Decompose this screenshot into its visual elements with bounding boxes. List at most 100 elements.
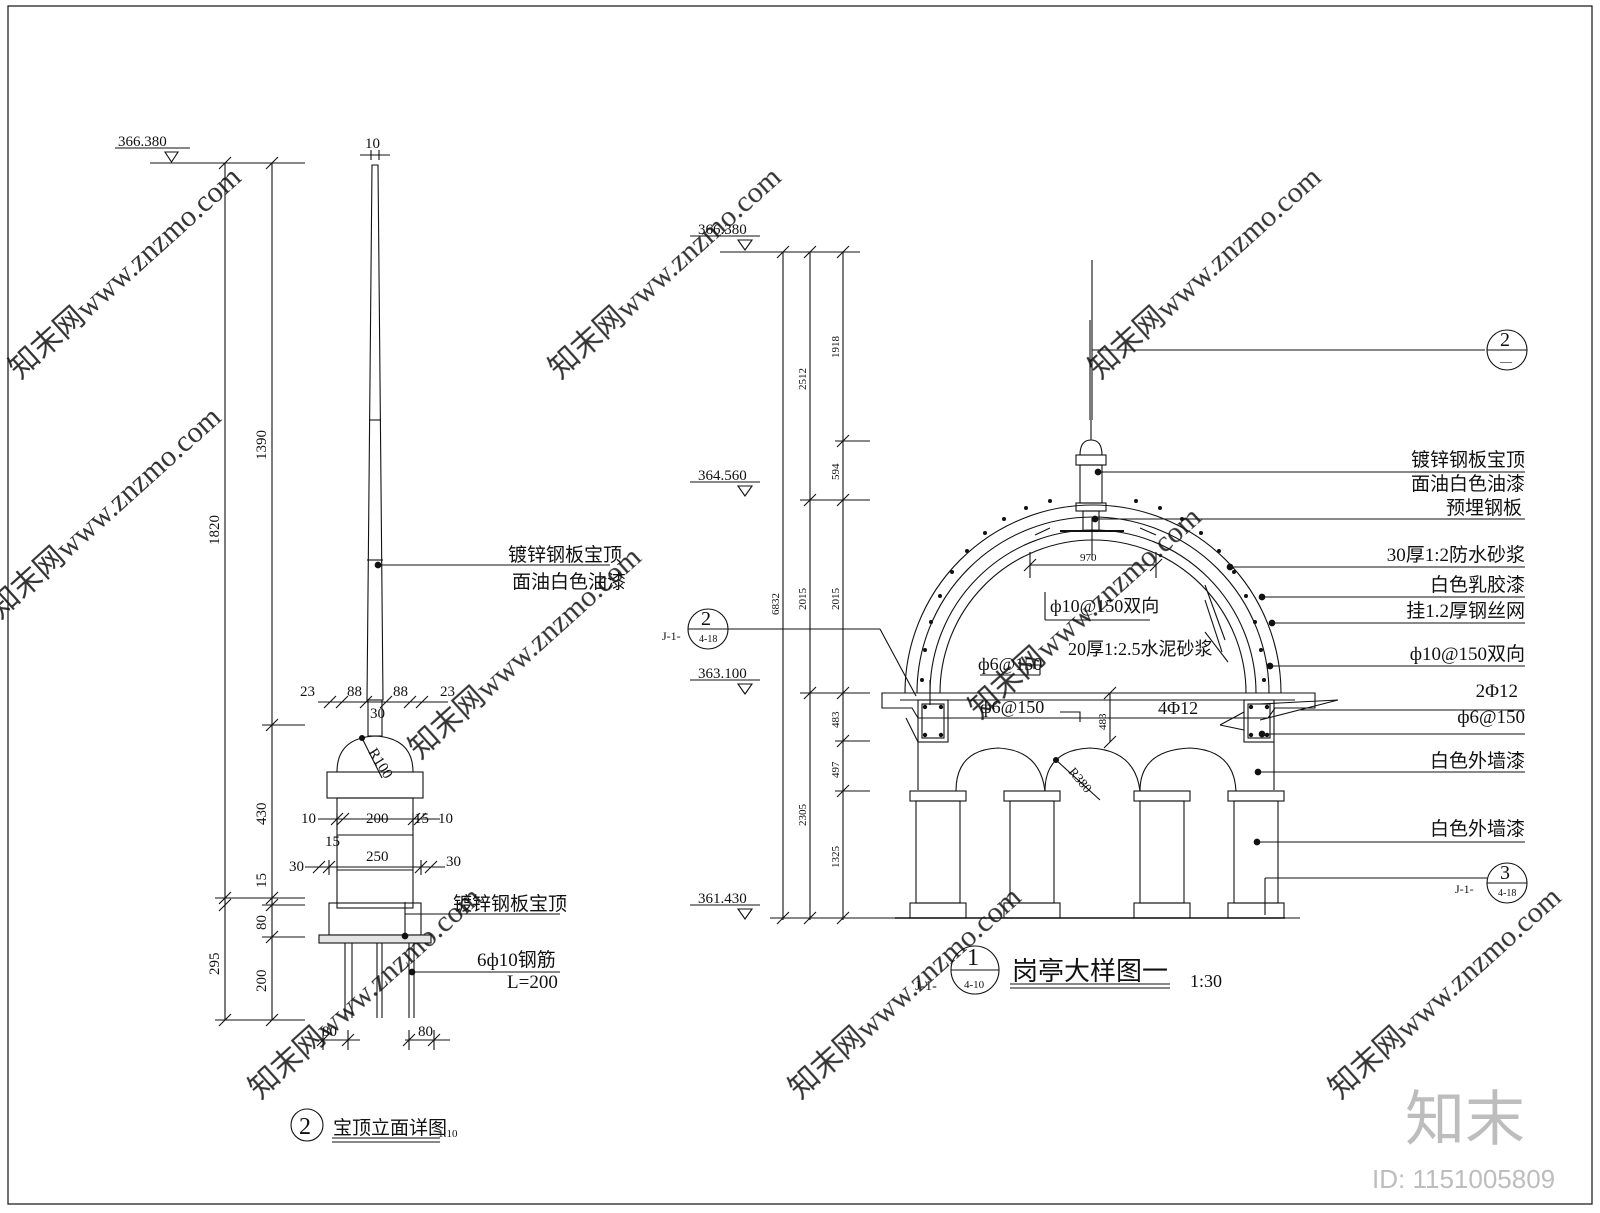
rebar-note: 4Φ12 [1158,698,1198,718]
elevation-label: 363.100 [698,666,747,682]
dimension-label: 88 [347,684,362,700]
material-note: 白色乳胶漆 [1430,574,1525,596]
elevation-label: 361.430 [698,891,747,907]
material-note: 白色外墙漆 [1430,750,1525,772]
dimension-label: 295 [207,953,223,976]
dimension-label: 80 [418,1024,433,1040]
material-note: 预埋钢板 [1446,497,1522,519]
elevation-label: 366.380 [698,222,747,238]
watermark-layer: 知末网www.znzmo.com 知末网www.znzmo.com 知末网www… [0,160,1567,1105]
material-note: 镀锌钢板宝顶 [508,544,622,566]
watermark-text: 知末网www.znzmo.com [0,400,227,625]
reference-number: 2 [701,608,711,630]
dimension-label: 30 [446,854,461,870]
dimension-label: 200 [254,970,270,993]
watermark-text: 知末网www.znzmo.com [543,160,788,385]
dimension-label: 2015 [830,588,842,611]
reference-sheet: 4-18 [699,634,717,645]
reference-number: 2 [1500,329,1510,351]
watermark-text: 知末网www.znzmo.com [783,880,1028,1105]
finial-text-layer: 366.380 10 1390 1820 430 15 295 80 200 2… [118,134,461,1040]
detail-title: 宝顶立面详图 [333,1117,447,1139]
reference-sheet: 4-10 [964,979,985,991]
watermark-text: 知末网www.znzmo.com [1083,160,1328,385]
dimension-label: 23 [440,684,455,700]
detail-number: 1 [967,945,979,971]
dimension-label: 15 [254,873,270,888]
dimension-label: 6832 [770,593,782,615]
dimension-label: 497 [830,761,842,778]
kiosk-material-notes: 镀锌钢板宝顶 面油白色油漆 预埋钢板 30厚1:2防水砂浆 白色乳胶漆 挂1.2… [1387,449,1525,840]
radius-label: R380 [1066,764,1096,795]
dimension-label: 483 [1097,713,1109,730]
reference-prefix: J-1- [1455,882,1474,896]
rebar-note: ф6@150 [980,697,1044,717]
kiosk-dimension-text: 366.380 364.560 363.100 361.430 [698,222,747,907]
dimension-label: 80 [322,1024,337,1040]
reference-number: 3 [1500,862,1510,884]
dimension-label: 10 [438,811,453,827]
detail-number: 2 [299,1114,311,1140]
material-note: L=200 [507,972,558,993]
detail-title: 岗亭大样图一 [1012,957,1168,987]
dimension-label: 594 [830,463,842,480]
rebar-note: ф6@150 [978,654,1042,674]
reference-prefix: J-1- [662,629,681,643]
dimension-label: 970 [1080,552,1097,564]
dimension-label: 10 [365,136,380,152]
detail-scale: 1:30 [1190,971,1222,991]
kiosk-reference-marks: J-1- 2 4-18 2 — J-1- 3 4-18 [662,329,1516,899]
dimension-label: 430 [254,803,270,826]
dimension-label: 2015 [797,588,809,611]
watermark-text: 知末网www.znzmo.com [3,160,248,385]
dimension-label: 2305 [797,804,809,827]
material-note: 20厚1:2.5水泥砂浆 [1068,639,1213,659]
dimension-label: 30 [289,859,304,875]
kiosk-elevation-detail [687,235,1528,995]
dimension-label: 250 [366,849,389,865]
material-note: 面油白色油漆 [512,571,626,593]
reference-prefix: J-1- [915,979,937,994]
dimension-label: 1918 [830,336,842,359]
dimension-label: 23 [300,684,315,700]
material-note: 镀锌钢板宝顶 [1411,449,1525,471]
material-note: 2Φ12 [1476,681,1518,702]
image-id-label: ID: 1151005809 [1372,1164,1555,1194]
dimension-label: 1325 [830,846,842,869]
radius-label: R100 [365,746,396,782]
brand-logo: 知末 [1405,1085,1525,1155]
dimension-label: 15 [414,811,429,827]
finial-notes: 镀锌钢板宝顶 面油白色油漆 镀锌钢板宝顶 6ф10钢筋 L=200 [453,544,626,993]
dimension-label: 483 [830,711,842,728]
dimension-label: 1390 [254,430,270,460]
sheet-frame [7,5,1593,1205]
material-note: 面油白色油漆 [1411,473,1525,495]
material-note: 白色外墙漆 [1430,818,1525,840]
material-note: ф6@150 [1457,707,1525,728]
elevation-label: 366.380 [118,134,167,150]
material-note: 挂1.2厚钢丝网 [1406,600,1525,622]
detail-scale: 1:10 [438,1128,458,1140]
dimension-label: 1820 [207,515,223,545]
finial-elevation-detail [115,147,610,1143]
material-note: ф10@150双向 [1410,643,1525,665]
finial-title: 2 宝顶立面详图 1:10 [299,1114,458,1140]
material-note: 30厚1:2防水砂浆 [1387,544,1525,566]
reference-sheet: — [1499,354,1513,368]
material-note: 镀锌钢板宝顶 [453,893,567,915]
watermark-text: 知末网www.znzmo.com [1323,880,1568,1105]
dimension-label: 200 [366,811,389,827]
rebar-note: ф10@150双向 [1050,596,1159,616]
dimension-label: 80 [254,915,270,930]
kiosk-title: J-1- 1 4-10 岗亭大样图一 1:30 [915,945,1222,994]
dimension-label: 10 [301,811,316,827]
dimension-label: 15 [325,834,340,850]
kiosk-inner-notes: ф10@150双向 ф6@150 20厚1:2.5水泥砂浆 ф6@150 4Φ1… [978,596,1213,718]
reference-sheet: 4-18 [1498,888,1516,899]
dimension-label: 2512 [797,368,809,390]
dimension-label: 88 [393,684,408,700]
material-note: 6ф10钢筋 [477,949,556,971]
dimension-label: 30 [370,706,385,722]
elevation-label: 364.560 [698,468,747,484]
